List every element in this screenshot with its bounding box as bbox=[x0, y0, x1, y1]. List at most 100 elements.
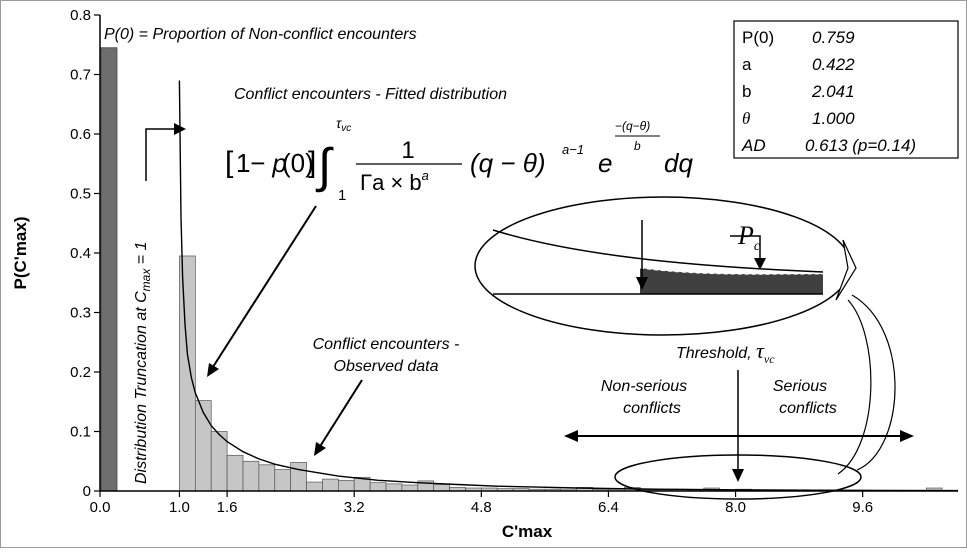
formula-upper-sub: vc bbox=[341, 123, 351, 134]
y-tick-label: 0.1 bbox=[70, 424, 91, 441]
x-tick-label: 3.2 bbox=[344, 499, 365, 516]
formula-bracket-close: ] bbox=[308, 146, 316, 179]
inset-curve-dashed bbox=[639, 267, 824, 275]
formula-upper-tau-sym: τ bbox=[336, 115, 342, 131]
inset-ellipse bbox=[474, 196, 852, 336]
y-axis-label: P(C'max) bbox=[11, 216, 30, 289]
param-name: θ bbox=[742, 109, 750, 128]
observed-bar bbox=[194, 400, 212, 492]
formula-frac-num: 1 bbox=[401, 137, 414, 164]
observed-annotation-line2: Observed data bbox=[334, 358, 439, 375]
observed-bar bbox=[401, 484, 419, 492]
formula-arrow-line bbox=[210, 205, 317, 371]
inset-threshold-arrowhead bbox=[636, 277, 648, 290]
x-tick-label: 0.0 bbox=[90, 499, 111, 516]
observed-arrow-head bbox=[314, 442, 326, 456]
truncation-sub: max bbox=[139, 268, 153, 292]
observed-bar bbox=[179, 255, 196, 492]
param-value: 2.041 bbox=[811, 82, 855, 101]
formula-integral: ∫ bbox=[315, 140, 334, 193]
pc-label-sub: c bbox=[754, 239, 761, 254]
y-tick-label: 0.4 bbox=[70, 245, 91, 262]
formula-exp-num: −(q−θ) bbox=[615, 119, 650, 133]
nonserious-line2: conflicts bbox=[623, 400, 681, 417]
truncation-text: Distribution Truncation at C bbox=[133, 291, 150, 484]
observed-bar bbox=[226, 454, 244, 492]
pc-arrow-head bbox=[754, 258, 766, 270]
x-tick-label: 9.6 bbox=[852, 499, 873, 516]
formula-power-exp: a−1 bbox=[562, 142, 584, 157]
formula-upper-tau: τvc bbox=[336, 115, 351, 134]
formula-dq: dq bbox=[664, 148, 693, 178]
serious-line2: conflicts bbox=[779, 400, 837, 417]
y-tick-label: 0.8 bbox=[70, 7, 91, 24]
inset-connector-outer bbox=[851, 294, 896, 471]
y-tick-label: 0.5 bbox=[70, 186, 91, 203]
param-value: 0.613 (p=0.14) bbox=[805, 136, 916, 155]
formula-frac-den-text: Γa × b bbox=[360, 170, 422, 195]
p0-bar bbox=[100, 47, 118, 492]
fit-layer bbox=[178, 80, 959, 492]
x-tick-label: 8.0 bbox=[725, 499, 746, 516]
conflicts-arrow-left bbox=[564, 430, 578, 442]
params-box bbox=[733, 20, 959, 159]
threshold-annotation: Threshold, τvc bbox=[676, 338, 775, 366]
inset-connector-tip bbox=[835, 239, 857, 301]
observed-bar bbox=[290, 462, 307, 492]
formula-e: e bbox=[598, 148, 612, 178]
p0-annotation: P(0) = Proportion of Non-conflict encoun… bbox=[104, 26, 417, 43]
observed-bar bbox=[369, 482, 387, 492]
formula-power-base: (q − θ) bbox=[470, 148, 546, 178]
fitted-formula: [ 1 − p (0) ] ∫ τvc 1 1 Γa × ba (q − θ) … bbox=[225, 115, 693, 204]
formula-exp-den: b bbox=[634, 139, 641, 153]
serious-line1: Serious bbox=[773, 378, 827, 395]
observed-bar bbox=[274, 469, 292, 492]
param-value: 1.000 bbox=[812, 109, 855, 128]
observed-annotation-line1: Conflict encounters - bbox=[313, 336, 460, 353]
param-name: P(0) bbox=[742, 28, 774, 47]
formula-bracket-open: [ bbox=[225, 146, 234, 179]
y-tick-label: 0 bbox=[83, 483, 91, 500]
x-axis-label: C'max bbox=[502, 522, 553, 541]
y-tick-label: 0.6 bbox=[70, 126, 91, 143]
x-tick-label: 6.4 bbox=[598, 499, 619, 516]
param-value: 0.759 bbox=[812, 28, 855, 47]
param-name: b bbox=[742, 82, 751, 101]
observed-bar bbox=[258, 464, 276, 492]
y-tick-label: 0.2 bbox=[70, 364, 91, 381]
truncation-annotation: Distribution Truncation at Cmax = 1 bbox=[133, 242, 153, 484]
formula-minus-p: − p bbox=[250, 148, 287, 178]
conflicts-arrow-right bbox=[900, 430, 914, 442]
formula-arrow-head bbox=[207, 363, 219, 377]
observed-bar bbox=[337, 479, 355, 492]
pc-shaded-area bbox=[640, 268, 823, 294]
inset-curve bbox=[492, 229, 824, 273]
param-value: 0.422 bbox=[812, 55, 855, 74]
threshold-text: Threshold, bbox=[676, 345, 756, 362]
observed-bar bbox=[210, 431, 228, 492]
observed-arrow-line bbox=[318, 379, 363, 449]
fitted-curve bbox=[178, 80, 959, 492]
formula-frac-den-sup: a bbox=[422, 168, 429, 183]
inset-connector-inner bbox=[837, 299, 872, 475]
param-name: a bbox=[742, 55, 752, 74]
formula-one: 1 bbox=[236, 148, 250, 178]
fitted-annotation: Conflict encounters - Fitted distributio… bbox=[234, 86, 507, 103]
observed-bar bbox=[242, 460, 260, 492]
formula-frac-den: Γa × ba bbox=[360, 168, 429, 195]
nonserious-line1: Non-serious bbox=[601, 378, 687, 395]
x-tick-label: 4.8 bbox=[471, 499, 492, 516]
param-name: AD bbox=[741, 136, 766, 155]
threshold-sub: vc bbox=[764, 352, 775, 366]
threshold-tau: τ bbox=[756, 338, 765, 363]
truncation-post: = 1 bbox=[133, 242, 150, 269]
observed-bar bbox=[433, 484, 450, 492]
pc-arrow-line bbox=[730, 235, 761, 262]
threshold-arrowhead bbox=[732, 469, 744, 482]
y-tick-label: 0.3 bbox=[70, 305, 91, 322]
x-tick-label: 1.0 bbox=[169, 499, 190, 516]
